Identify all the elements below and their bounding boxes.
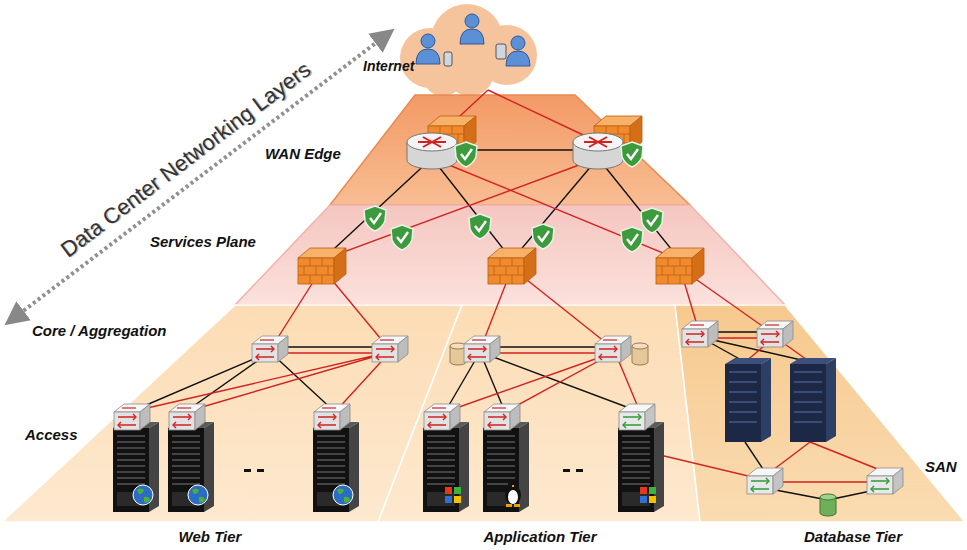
internet-cloud: Internet	[355, 0, 545, 98]
tier-label-holder: WAN Edge	[265, 145, 341, 163]
internet-cloud-shape	[355, 0, 545, 98]
layer-label: Core / Aggregation	[32, 322, 166, 340]
application-tier-section-shape	[370, 305, 705, 550]
services-plane-band: Services Plane	[140, 205, 795, 305]
tier-label: WAN Edge	[265, 145, 341, 163]
tier-label-holder: Application Tier	[483, 528, 596, 546]
wan-edge-band: WAN Edge	[255, 95, 715, 207]
services-plane-band-fill	[235, 205, 785, 305]
services-plane-band-shape	[140, 205, 795, 305]
tier-label: Database Tier	[804, 528, 902, 546]
tier-label-holder: Database Tier	[804, 528, 902, 546]
database-tier-section-fill	[675, 305, 965, 522]
tier-label: Services Plane	[150, 233, 256, 251]
layer-label-holder: Access	[25, 426, 78, 444]
application-tier-section-fill	[378, 305, 700, 522]
cloud-lobe	[423, 56, 463, 96]
tier-label-holder: Services Plane	[150, 233, 256, 251]
layer-label: SAN	[925, 458, 957, 476]
layer-label: Access	[25, 426, 78, 444]
tier-label: Internet	[363, 58, 414, 75]
tier-label: Web Tier	[179, 528, 242, 546]
tier-label: Application Tier	[483, 528, 596, 546]
layer-label-holder: Core / Aggregation	[32, 322, 166, 340]
tier-label-holder: Internet	[363, 57, 414, 75]
layer-label-holder: SAN	[925, 458, 957, 476]
application-tier-section: Application Tier	[370, 305, 705, 550]
tier-label-holder: Web Tier	[179, 528, 242, 546]
database-tier-section: Database Tier	[675, 305, 967, 550]
wan-edge-band-fill	[330, 95, 690, 205]
database-tier-section-shape	[675, 305, 967, 550]
